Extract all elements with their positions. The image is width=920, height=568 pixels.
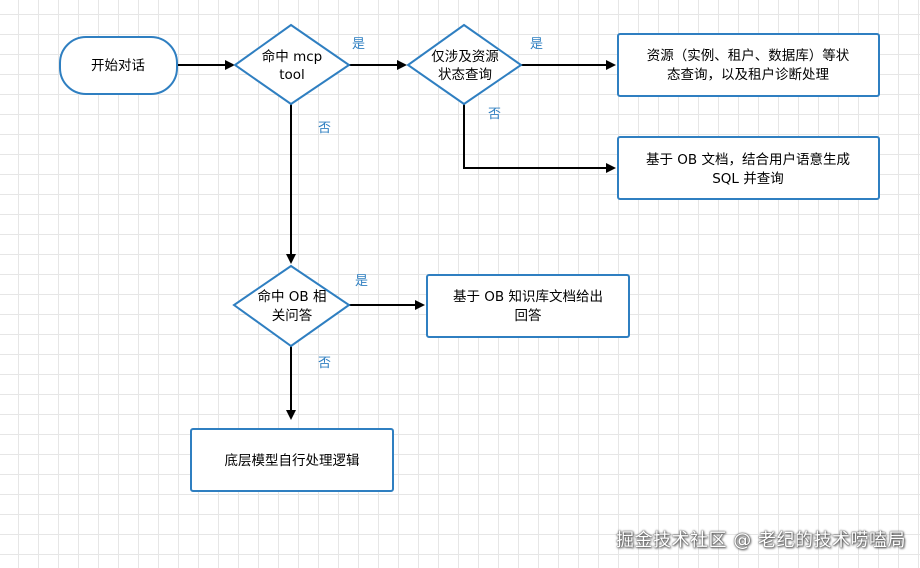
sql-query-line-1: 基于 OB 文档，结合用户语意生成	[646, 151, 850, 168]
start-node-label: 开始对话	[91, 58, 145, 74]
start-node: 开始对话	[59, 36, 178, 95]
sql-query-line-2: SQL 并查询	[712, 171, 784, 187]
edge-label-mcp-no: 否	[318, 121, 331, 136]
decision-mcp-line-1: 命中 mcp	[262, 48, 322, 65]
decision-ob-node: 命中 OB 相 关问答	[232, 264, 351, 348]
fallback-node-label: 底层模型自行处理逻辑	[225, 453, 360, 469]
fallback-node: 底层模型自行处理逻辑	[190, 428, 394, 492]
sql-query-node: 基于 OB 文档，结合用户语意生成 SQL 并查询	[617, 136, 880, 200]
decision-mcp-line-2: tool	[279, 67, 305, 83]
decision-ob-line-1: 命中 OB 相	[258, 288, 327, 305]
decision-status-node: 仅涉及资源 状态查询	[406, 23, 523, 106]
decision-mcp-node: 命中 mcp tool	[233, 23, 351, 106]
resource-status-line-1: 资源（实例、租户、数据库）等状	[647, 47, 850, 64]
edge-label-mcp-yes: 是	[352, 37, 365, 52]
resource-status-line-2: 态查询，以及租户诊断处理	[667, 66, 829, 83]
ob-answer-line-2: 回答	[515, 307, 543, 324]
ob-answer-line-1: 基于 OB 知识库文档给出	[453, 288, 603, 305]
edge-label-status-no: 否	[488, 107, 501, 122]
ob-answer-node: 基于 OB 知识库文档给出 回答	[426, 274, 630, 338]
edge-label-status-yes: 是	[530, 37, 543, 52]
decision-status-line-2: 状态查询	[438, 67, 492, 83]
decision-status-line-1: 仅涉及资源	[431, 49, 499, 65]
edge-label-ob-no: 否	[318, 356, 331, 371]
edge-label-ob-yes: 是	[355, 274, 368, 289]
watermark-text: 掘金技术社区 @ 老纪的技术唠嗑局	[616, 530, 906, 551]
resource-status-node: 资源（实例、租户、数据库）等状 态查询，以及租户诊断处理	[617, 33, 880, 97]
decision-ob-line-2: 关问答	[272, 307, 313, 324]
edge-status-no	[463, 104, 616, 173]
